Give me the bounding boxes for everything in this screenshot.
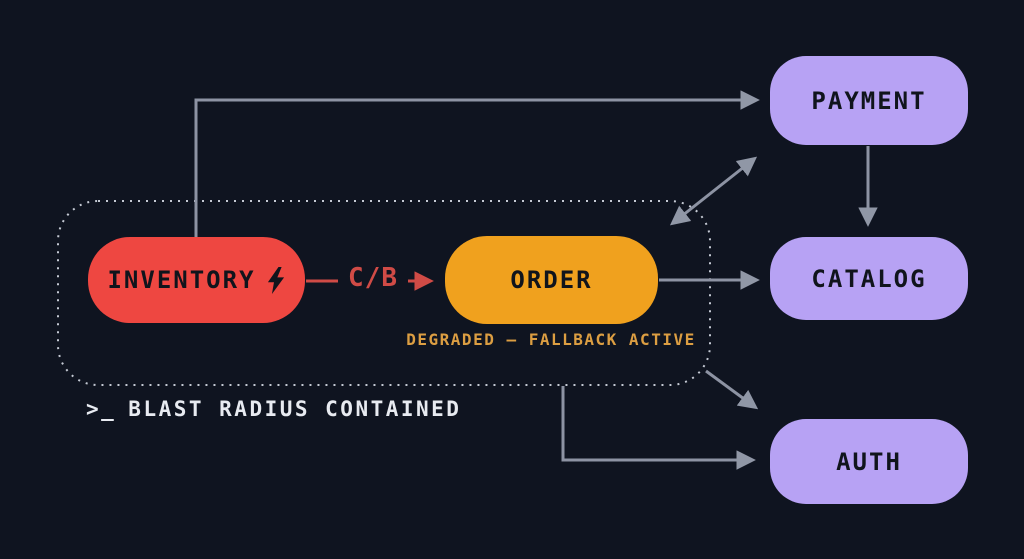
blast-radius-caption-text: BLAST RADIUS CONTAINED <box>128 397 462 421</box>
edge-boundary-auth <box>561 386 756 470</box>
node-catalog-label: CATALOG <box>811 264 927 293</box>
node-inventory[interactable]: INVENTORY <box>88 237 305 323</box>
lightning-bolt-icon <box>267 266 284 294</box>
order-status-label: DEGRADED — FALLBACK ACTIVE <box>406 330 696 349</box>
blast-radius-boundary <box>57 200 711 386</box>
node-order-label: ORDER <box>510 266 593 294</box>
node-inventory-label: INVENTORY <box>107 266 256 294</box>
edge-order-payment-bidirectional <box>669 156 758 226</box>
node-auth[interactable]: AUTH <box>770 419 968 504</box>
circuit-breaker-label: C/B <box>348 263 398 293</box>
edge-inventory-payment <box>194 90 760 238</box>
node-order[interactable]: ORDER <box>445 236 658 324</box>
terminal-prompt-icon: >_ <box>86 397 117 421</box>
blast-radius-caption: >_ BLAST RADIUS CONTAINED <box>86 397 461 421</box>
node-payment[interactable]: PAYMENT <box>770 56 968 145</box>
edge-boundary-auth-diagonal <box>705 369 759 410</box>
node-catalog[interactable]: CATALOG <box>770 237 968 320</box>
node-auth-label: AUTH <box>836 447 902 476</box>
node-payment-label: PAYMENT <box>811 86 927 115</box>
